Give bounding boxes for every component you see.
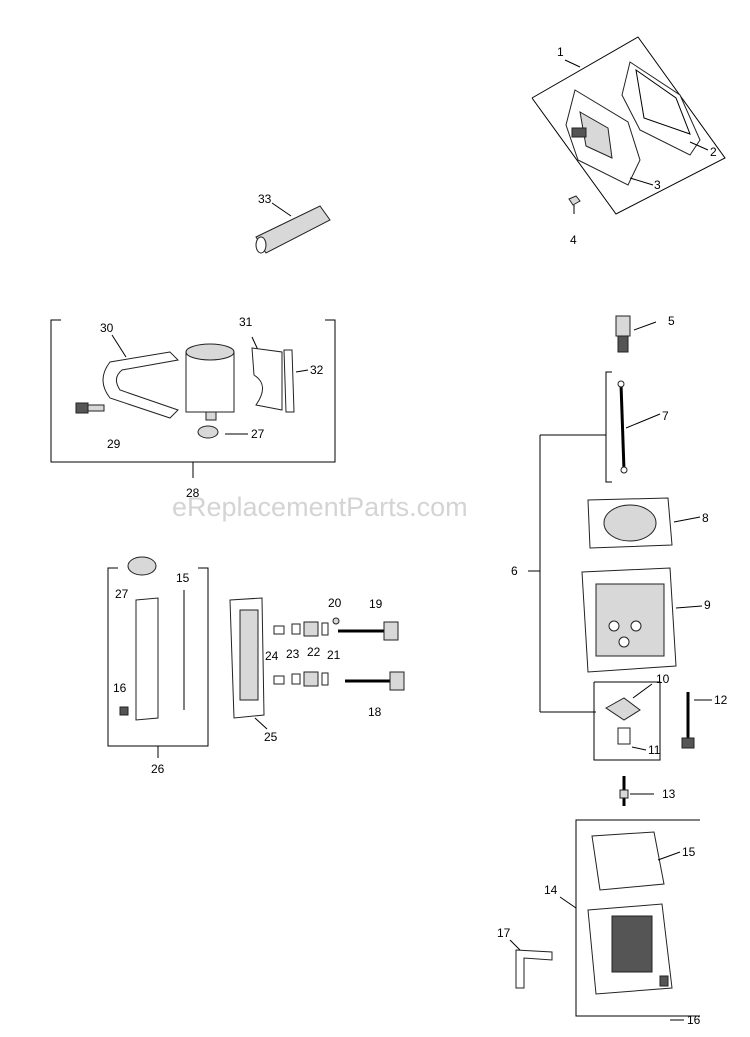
callout-20: 20 <box>328 596 342 610</box>
callout-21: 21 <box>327 648 341 662</box>
callout-9: 9 <box>704 598 711 612</box>
callout-6: 6 <box>511 564 518 578</box>
callout-15-group14: 15 <box>682 845 696 859</box>
callout-26: 26 <box>151 762 165 776</box>
callout-17: 17 <box>497 926 511 940</box>
callout-10: 10 <box>656 672 670 686</box>
group-26-shroud <box>107 556 209 758</box>
watermark: eReplacementParts.com <box>172 492 468 522</box>
callout-28: 28 <box>186 486 200 500</box>
callout-7: 7 <box>662 409 669 423</box>
callout-19: 19 <box>369 597 383 611</box>
callout-2: 2 <box>710 145 717 159</box>
callout-3: 3 <box>654 178 661 192</box>
callout-15-group26: 15 <box>176 571 190 585</box>
callout-4: 4 <box>570 233 577 247</box>
callout-29: 29 <box>107 437 121 451</box>
callout-5: 5 <box>668 314 675 328</box>
part-33-tube <box>255 202 331 254</box>
group-14-muffler <box>509 819 700 1021</box>
cylinder-head-valves <box>229 597 405 730</box>
callout-13: 13 <box>662 787 676 801</box>
callout-32: 32 <box>310 363 324 377</box>
group-28-bracket <box>50 319 336 478</box>
callout-1: 1 <box>557 45 564 59</box>
callout-12: 12 <box>714 693 728 707</box>
callout-27-group26: 27 <box>115 587 129 601</box>
callout-31: 31 <box>239 315 253 329</box>
callout-14: 14 <box>544 883 558 897</box>
callout-8: 8 <box>702 511 709 525</box>
callout-23: 23 <box>286 647 300 661</box>
callout-22: 22 <box>307 645 321 659</box>
callout-labels: 1 2 3 4 33 30 31 32 29 27 28 27 15 16 26… <box>100 45 728 1027</box>
callout-24: 24 <box>265 649 279 663</box>
callout-16-group14: 16 <box>687 1013 701 1027</box>
callout-30: 30 <box>100 321 114 335</box>
callout-18: 18 <box>368 705 382 719</box>
callout-27-group28: 27 <box>251 427 265 441</box>
callout-33: 33 <box>258 192 272 206</box>
callout-11: 11 <box>648 743 661 757</box>
valve-cover-kit <box>531 36 726 215</box>
part-13-pin <box>619 776 654 806</box>
callout-25: 25 <box>264 730 278 744</box>
group-6-cylinder-head <box>528 315 712 761</box>
callout-16-group26: 16 <box>113 681 127 695</box>
